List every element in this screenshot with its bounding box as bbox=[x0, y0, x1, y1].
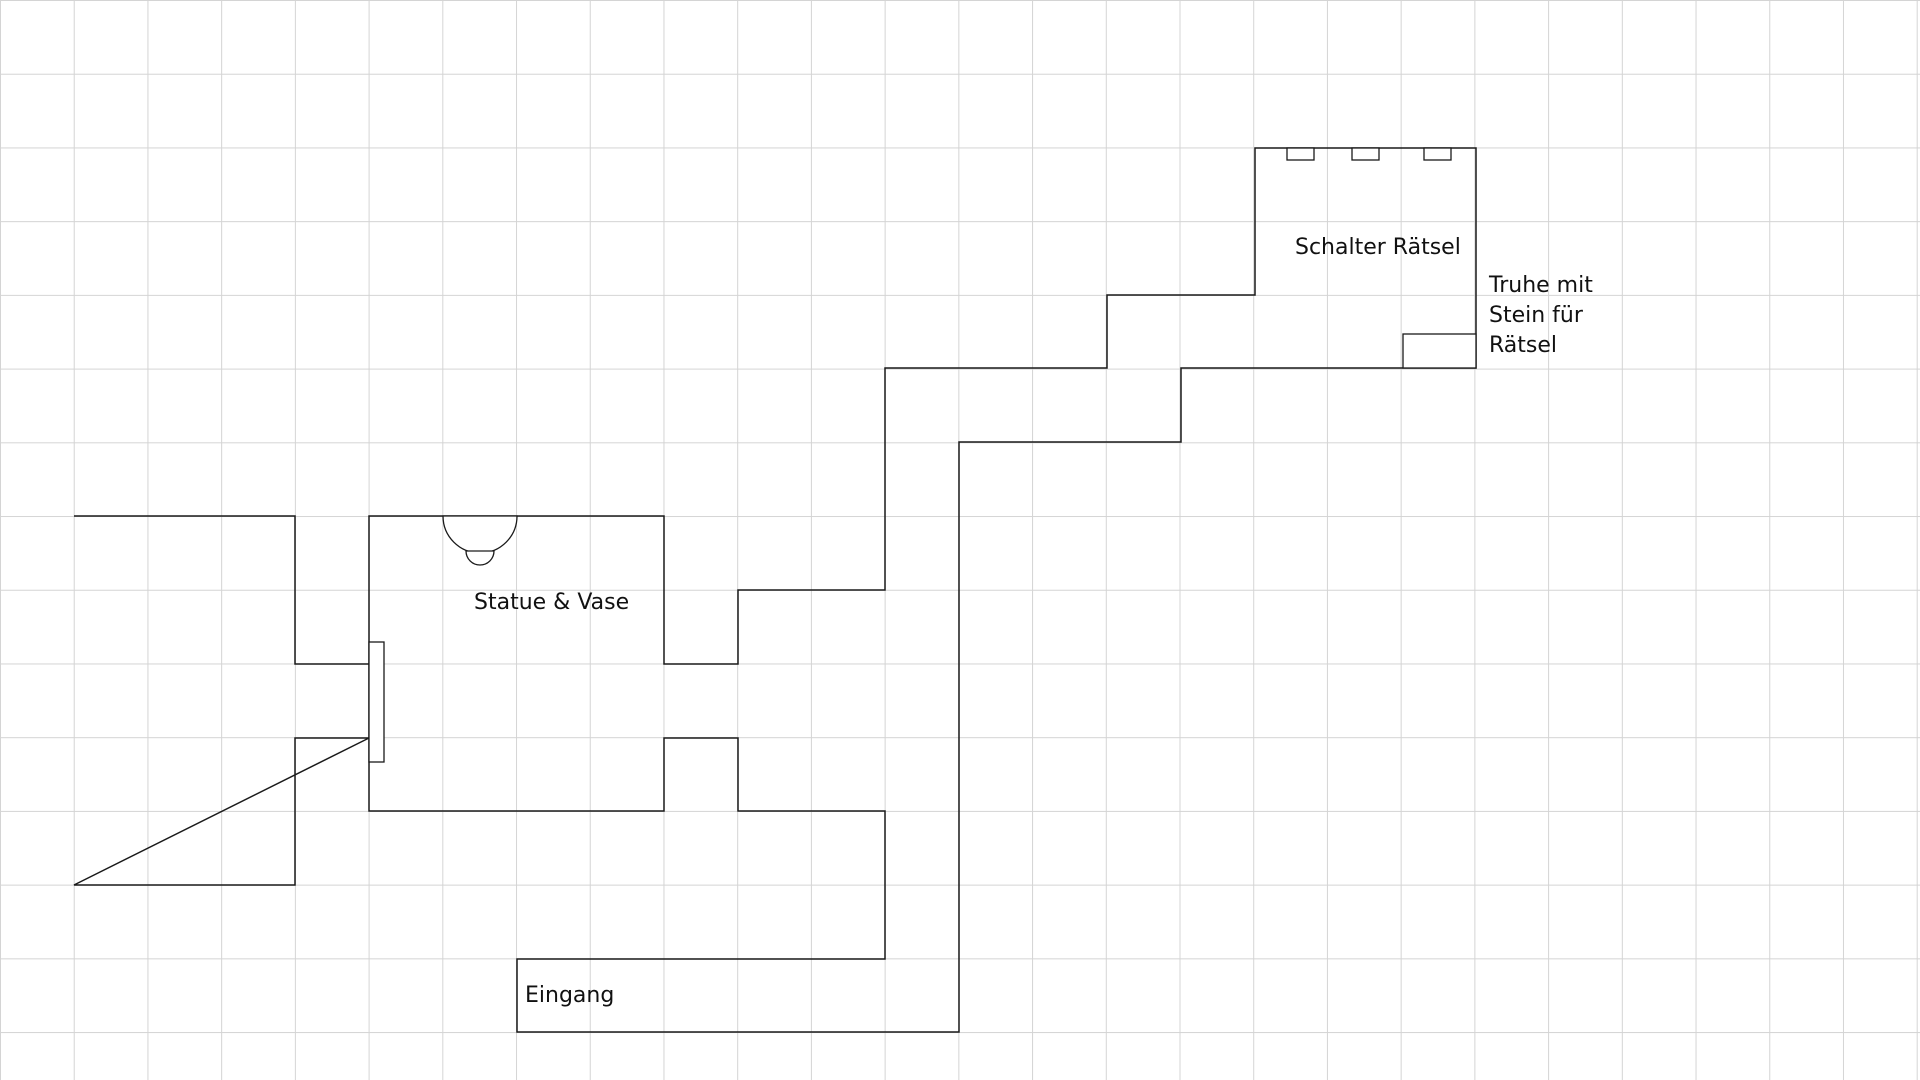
statue bbox=[442, 515, 518, 554]
west-door bbox=[368, 641, 385, 763]
chest bbox=[1402, 333, 1477, 369]
entrance-label: Eingang bbox=[525, 983, 615, 1008]
statue-room-label: Statue & Vase bbox=[474, 590, 630, 615]
switch-1 bbox=[1286, 147, 1315, 161]
statue-room bbox=[368, 147, 1477, 1033]
vase bbox=[465, 550, 495, 566]
switch-2 bbox=[1351, 147, 1380, 161]
switch-3 bbox=[1423, 147, 1452, 161]
chest-label: Truhe mit Stein für Rätsel bbox=[1489, 273, 1593, 358]
left-room bbox=[73, 515, 370, 886]
switch-puzzle-label: Schalter Rätsel bbox=[1295, 235, 1461, 260]
